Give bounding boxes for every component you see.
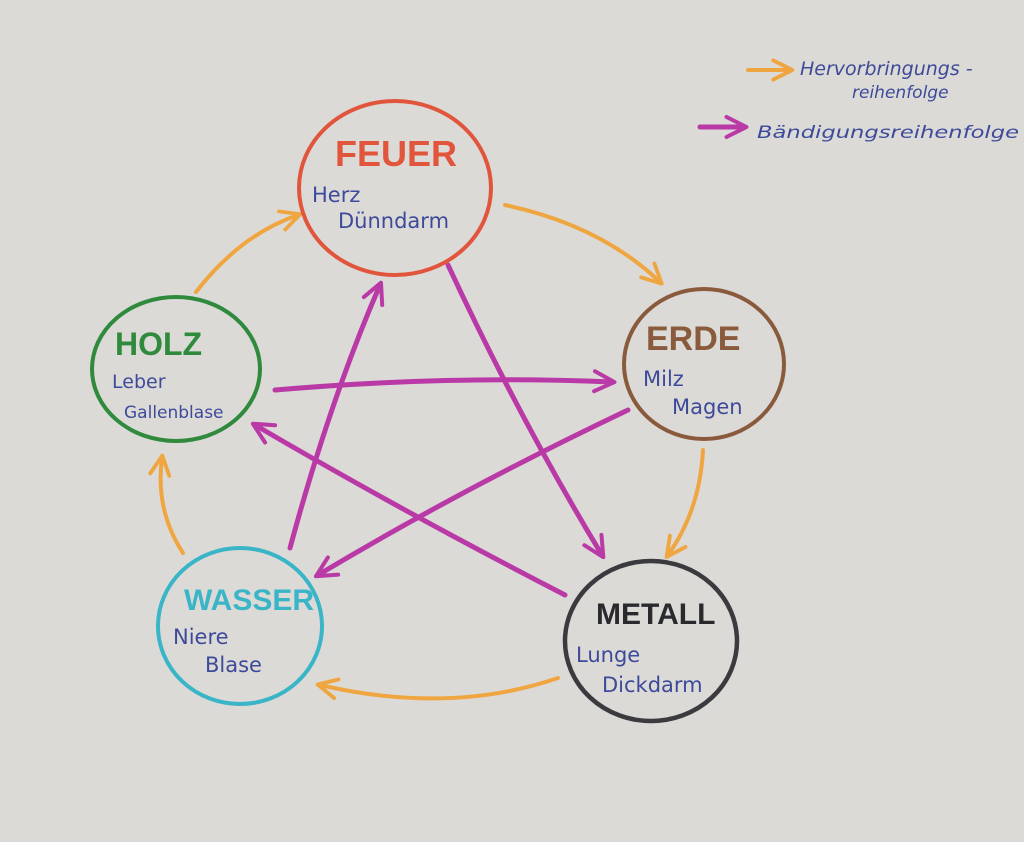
wasser-organ-1: Niere — [173, 625, 229, 649]
wasser-circle — [156, 546, 324, 706]
arrow-holz-to-feuer — [194, 209, 303, 294]
metall-organ-2: Dickdarm — [602, 673, 703, 697]
holz-circle — [90, 295, 262, 443]
metall-title: METALL — [596, 598, 715, 631]
metall-organ-1: Lunge — [576, 643, 640, 667]
arrow-feuer-to-metall — [445, 262, 606, 560]
legend-control-label: Bändigungsreihenfolge — [757, 123, 1019, 143]
element-holz: HOLZ Leber Gallenblase — [90, 295, 262, 443]
element-metall: METALL Lunge Dickdarm — [562, 558, 740, 724]
element-wasser: WASSER Niere Blase — [156, 546, 324, 706]
arrow-metall-to-wasser — [315, 676, 560, 701]
legend-production-label-1: Hervorbringungs - — [800, 58, 973, 80]
metall-circle — [562, 558, 740, 724]
legend: Hervorbringungs - reihenfolge Bändigungs… — [697, 58, 1019, 143]
feuer-organ-1: Herz — [312, 183, 360, 207]
erde-organ-2: Magen — [672, 395, 743, 419]
holz-organ-1: Leber — [112, 371, 166, 393]
feuer-organ-2: Dünndarm — [338, 209, 449, 233]
erde-circle — [622, 287, 786, 441]
wasser-organ-2: Blase — [205, 653, 262, 677]
element-feuer: FEUER Herz Dünndarm — [297, 99, 493, 277]
legend-production-label-2: reihenfolge — [852, 83, 949, 103]
holz-title: HOLZ — [115, 326, 202, 362]
erde-organ-1: Milz — [643, 367, 684, 391]
arrow-erde-to-wasser — [313, 407, 631, 579]
arrow-feuer-to-erde — [503, 203, 664, 286]
element-erde: ERDE Milz Magen — [622, 287, 786, 441]
arrow-wasser-to-feuer — [287, 280, 385, 551]
feuer-title: FEUER — [335, 133, 457, 174]
arrow-holz-to-erde — [272, 369, 617, 394]
arrow-wasser-to-holz — [148, 453, 185, 555]
control-cycle-arrows — [250, 262, 631, 598]
arrow-metall-to-holz — [250, 421, 568, 598]
erde-title: ERDE — [646, 320, 740, 358]
wasser-title: WASSER — [184, 584, 314, 617]
holz-organ-2: Gallenblase — [124, 403, 224, 423]
arrow-erde-to-metall — [664, 448, 705, 559]
feuer-circle — [297, 99, 493, 277]
production-cycle-arrows — [148, 203, 705, 701]
